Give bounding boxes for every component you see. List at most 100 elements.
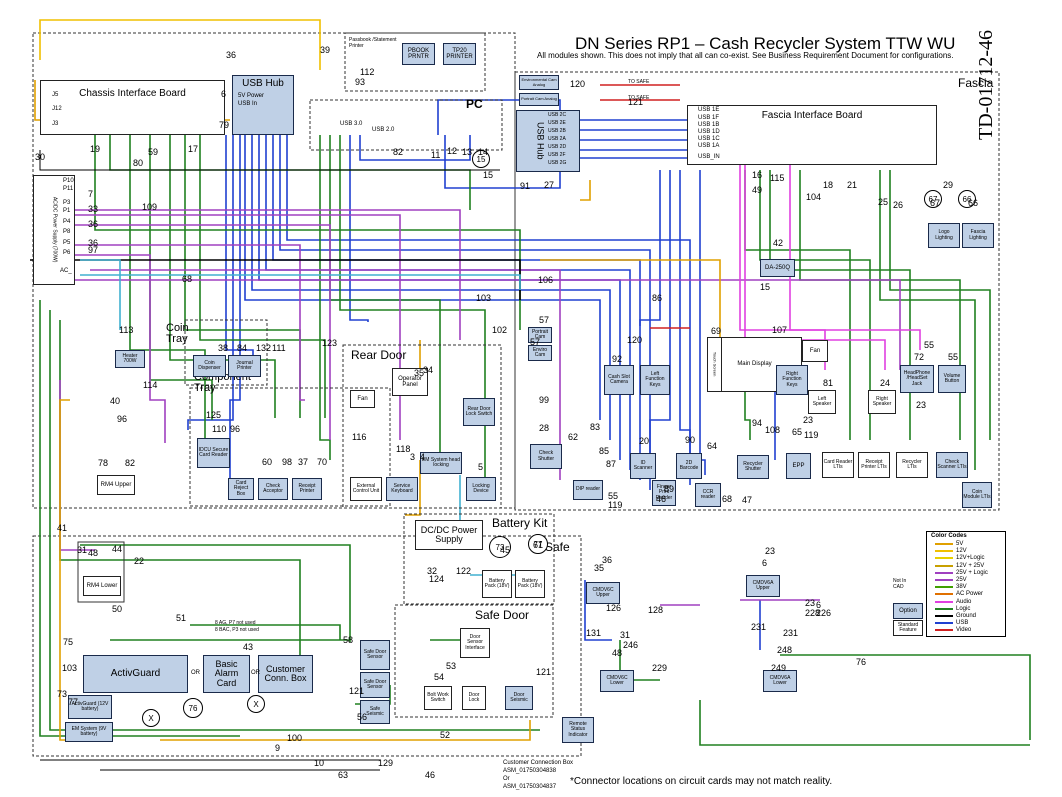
- usb-hub2-port-2e: USB 2E: [548, 120, 566, 126]
- headphone-label: HeadPhone /HeadSet Jack: [903, 370, 931, 387]
- wire-number: 23: [805, 598, 816, 608]
- wire-number: 84: [237, 343, 248, 353]
- wire-number: 3: [410, 452, 416, 462]
- wire-number: 6: [221, 89, 227, 99]
- wire-number: 91: [520, 181, 531, 191]
- power-supply-label: AC/DC Power Supply (700W): [51, 197, 58, 263]
- chassis-port-j3: J3: [52, 121, 59, 127]
- wire-number: 89: [664, 484, 675, 494]
- wire-number: 44: [112, 544, 123, 554]
- customer-conn-box: Customer Conn. Box: [258, 655, 313, 693]
- wire-number: 39: [320, 45, 331, 55]
- chassis-port-j12: J12: [52, 106, 62, 112]
- pbook-printer: PBOOK PRNTR: [402, 43, 435, 65]
- legend-item: USB: [956, 620, 969, 627]
- note-no-use-1: 8 AG, P7 not used: [215, 620, 256, 626]
- fascia-usb-1a: USB 1A: [698, 143, 720, 149]
- fascia-usb-1f: USB 1F: [698, 115, 720, 121]
- section-battery-kit: Battery Kit: [492, 516, 548, 530]
- fascia-lighting-label: Fascia Lighting: [969, 229, 987, 241]
- operator-panel: Operator Panel: [392, 368, 428, 396]
- wire-number: 246: [623, 640, 639, 650]
- wire-number: 55: [608, 491, 619, 501]
- cmdv6c-upper-label: CMDV6C Upper: [592, 586, 614, 598]
- wire-number: 128: [648, 605, 664, 615]
- legend-item: 25V: [956, 577, 967, 583]
- check-shutter: Check Shutter: [530, 444, 562, 469]
- wire-number: 87: [606, 459, 617, 469]
- wire-number: 115: [770, 173, 785, 183]
- wire-number: 43: [243, 642, 254, 652]
- wire-number: 17: [188, 144, 199, 154]
- wire-number: 96: [230, 424, 241, 434]
- wire-number: 22: [134, 556, 145, 566]
- left-function-keys: Left Function Keys: [640, 365, 670, 395]
- wire-number: 4: [420, 452, 426, 462]
- wire-number: 92: [612, 354, 623, 364]
- wire-number: 90: [685, 435, 696, 445]
- wire-number: 52: [440, 730, 451, 740]
- psu-port-ac: AC_: [60, 268, 72, 274]
- pbook-label: PBOOK PRNTR: [407, 47, 430, 60]
- legend-swatch: [935, 622, 953, 625]
- check-scanner-lti-label: Check Scanner LTIs: [937, 458, 967, 470]
- battery-pack-2-label: Battery Pack (18V): [517, 577, 543, 589]
- legend-swatch: [935, 600, 953, 603]
- portrait-cam: Portrait Cam: [528, 327, 552, 343]
- epp: EPP: [786, 453, 811, 479]
- wire-number: 21: [847, 180, 858, 190]
- circle-callout: X: [142, 709, 160, 727]
- wire-number: 94: [752, 418, 763, 428]
- wire-number: 11: [431, 150, 441, 160]
- section-coin-tray: Coin Tray: [166, 322, 189, 345]
- cmdv6c-lower-label: CMDV6C Lower: [606, 674, 628, 686]
- wire-number: 121: [536, 667, 552, 677]
- wire-number: 114: [143, 380, 158, 390]
- usb-hub2-port-2d: USB 2D: [548, 144, 567, 150]
- rm4-lower: RM4 Lower: [83, 576, 121, 596]
- usb-hub-2-label: USB Hub: [535, 122, 546, 160]
- wire-number: 6: [762, 558, 768, 568]
- usb-hub2-port-2f: USB 2F: [548, 152, 566, 158]
- psu-port-p8: P8: [63, 229, 71, 235]
- wire-number: 63: [338, 770, 349, 780]
- legend-title: Color Codes: [931, 533, 967, 539]
- wire-number: 16: [752, 170, 763, 180]
- safe-outline: [32, 535, 582, 757]
- wire-number: 123: [322, 338, 338, 348]
- usb-hub-5v: 5V Power: [238, 93, 265, 99]
- door-seismic-label: Door Seismic: [510, 691, 528, 703]
- printer-outline: [344, 32, 486, 92]
- psu-port-p6: P6: [63, 250, 71, 256]
- customer-conn-note-1: Customer Connection Box: [503, 760, 574, 766]
- wire-number: 30: [35, 152, 46, 162]
- service-keyboard: Service Keyboard: [386, 477, 418, 501]
- safe-door-sensor-2: Safe Door Sensor: [360, 672, 390, 698]
- barcode-label: 2D Barcode: [679, 459, 699, 471]
- id-scanner-label: ID Scanner: [633, 459, 653, 471]
- usb-hub2-port-2c: USB 2C: [548, 112, 567, 118]
- enviro-cam-label: Enviro Cam: [532, 346, 548, 358]
- wire-number: 23: [803, 415, 814, 425]
- locking-device-label: Locking Device: [472, 482, 490, 494]
- wire-number: 104: [806, 192, 822, 202]
- fascia-usb-1e: USB 1E: [698, 107, 720, 113]
- recycler-shutter: Recycler Shutter: [737, 455, 769, 479]
- wire-number: 37: [298, 457, 309, 467]
- legend-swatch: [935, 564, 953, 567]
- usb-hub2-port-2a: USB 2A: [548, 136, 566, 142]
- legend-swatch: [935, 550, 953, 553]
- door-sensor-iface-label: Door Sensor Interface: [465, 634, 485, 651]
- legend-item: 5V: [956, 541, 964, 547]
- diagram-subtitle: All modules shown. This does not imply t…: [537, 51, 954, 60]
- legend-swatch: [935, 579, 953, 581]
- wire-number: 102: [492, 325, 508, 335]
- da250q-label: DA-250Q: [764, 264, 790, 271]
- psu-port-p3: P3: [63, 200, 71, 206]
- left-speaker: Left Speaker: [808, 390, 836, 414]
- wire-number: 107: [772, 325, 788, 335]
- da-250q: DA-250Q: [760, 259, 795, 277]
- door-lock: Door Lock: [462, 686, 486, 710]
- legend-swatch: [935, 593, 953, 596]
- circle-callout: 77: [528, 534, 548, 554]
